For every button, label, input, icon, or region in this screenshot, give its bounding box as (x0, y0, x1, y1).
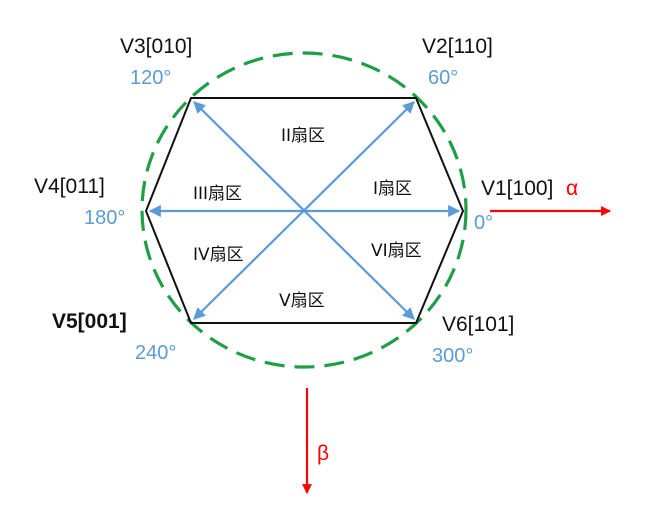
sector-label-6: VI扇区 (371, 241, 422, 261)
angle-label-240: 240° (135, 342, 176, 364)
sector-label-1: I扇区 (373, 179, 412, 199)
vector-label-v2: V2[110] (422, 35, 493, 58)
angle-label-0: 0° (474, 212, 493, 234)
vector-label-v4: V4[011] (34, 175, 105, 198)
sector-label-5: V扇区 (279, 291, 325, 311)
vector-label-v5: V5[001] (52, 310, 127, 333)
sector-label-4: IV扇区 (193, 245, 244, 265)
vector-line-v3-v6 (193, 101, 415, 320)
vector-label-v3: V3[010] (120, 35, 192, 58)
angle-label-300: 300° (432, 345, 473, 367)
angle-label-120: 120° (130, 67, 171, 89)
vector-label-v6: V6[101] (442, 313, 514, 336)
angle-label-60: 60° (428, 67, 458, 89)
dashed-circle (140, 51, 468, 369)
hexagon (144, 97, 465, 324)
sector-label-3: III扇区 (193, 184, 242, 204)
sector-label-2: II扇区 (281, 126, 325, 146)
angle-label-180: 180° (84, 207, 125, 229)
beta-axis-label: β (317, 442, 329, 465)
alpha-axis-label: α (566, 177, 578, 200)
vector-label-v1: V1[100] (481, 177, 553, 200)
